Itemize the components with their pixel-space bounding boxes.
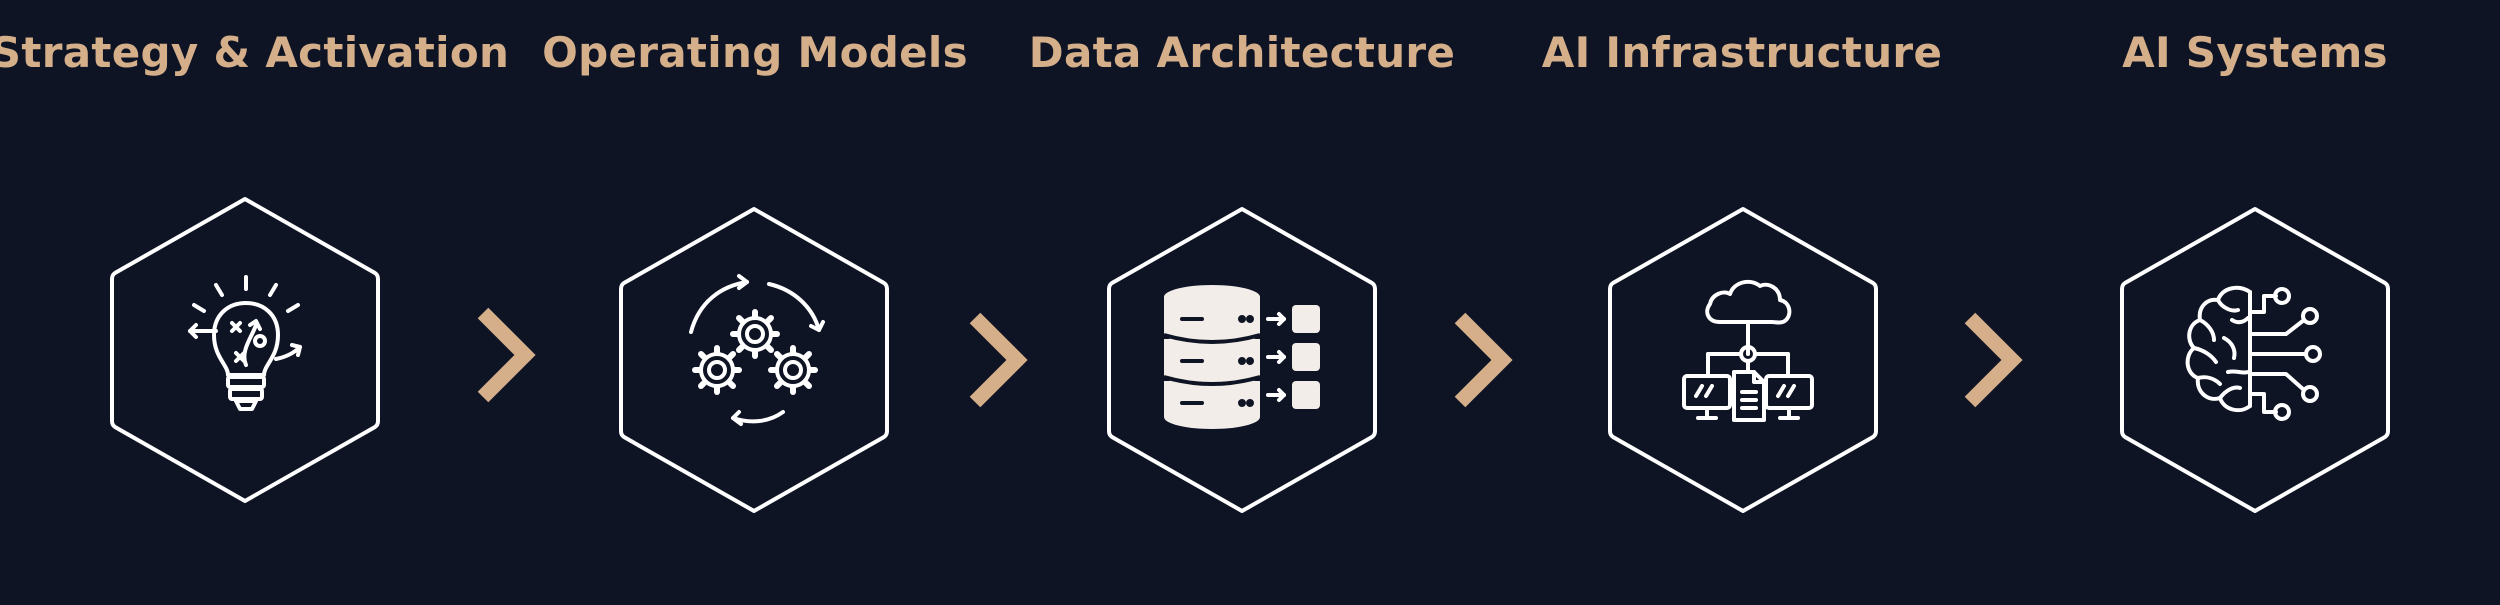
chevron-right-icon: [1964, 312, 2023, 408]
database-icon: [1163, 285, 1320, 429]
brain-circuit-icon: [2185, 285, 2322, 421]
lightbulb-strategy-icon: [188, 275, 302, 411]
chevron-right-icon: [477, 307, 536, 403]
stage-hexagon-operating: [619, 207, 889, 513]
stage-title-systems: AI Systems: [2122, 28, 2388, 77]
stage-title-operating: Operating Models: [542, 28, 968, 77]
chevron-right-icon: [1454, 312, 1513, 408]
stage-hexagon-data: [1107, 207, 1377, 513]
stage-hexagon-infrastructure: [1608, 207, 1878, 513]
stage-title-infrastructure: AI Infrastructure: [1541, 28, 1943, 77]
cloud-network-icon: [1682, 279, 1814, 422]
stage-hexagon-systems: [2120, 207, 2390, 513]
chevron-right-icon: [969, 312, 1028, 408]
stage-hexagon-strategy: [110, 197, 380, 503]
gears-cycle-icon: [689, 274, 825, 426]
stage-title-data: Data Architecture: [1028, 28, 1456, 77]
stage-title-strategy: Strategy & Activation: [0, 28, 510, 77]
